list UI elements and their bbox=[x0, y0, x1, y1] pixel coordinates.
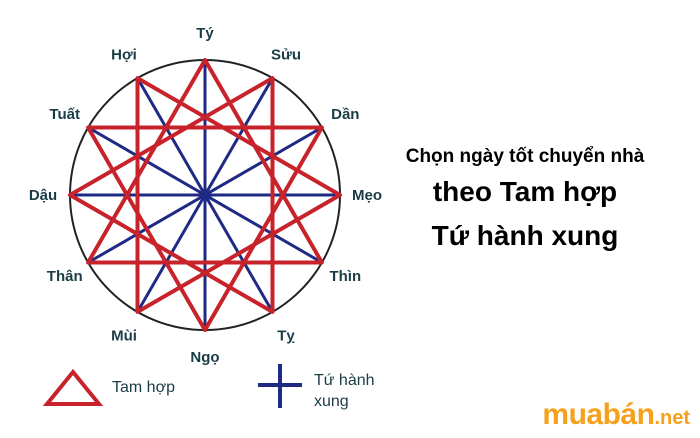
tam-hop-triangle-suu-ty-dau bbox=[68, 76, 275, 314]
title-line-1: Chọn ngày tốt chuyển nhà bbox=[405, 146, 645, 167]
logo-tld: .net bbox=[654, 407, 690, 429]
branch-label-tuat: Tuất bbox=[49, 106, 80, 123]
branch-label-hoi: Hợi bbox=[111, 47, 137, 64]
tam-hop-legend-label: Tam hợp bbox=[112, 379, 175, 396]
branch-label-ty: Tý bbox=[196, 25, 214, 42]
legend: Tam hợp Tứ hành xung bbox=[42, 364, 375, 410]
branch-label-ty: Tỵ bbox=[277, 327, 295, 344]
tam-hop-triangle-meo-mui-hoi bbox=[135, 76, 342, 314]
tu-hanh-xung-legend-icon bbox=[258, 364, 302, 408]
tam-hop-triangle-ty-thin-than bbox=[86, 58, 324, 265]
logo-brand: muabán bbox=[542, 398, 655, 431]
branch-label-mui: Mùi bbox=[111, 327, 137, 344]
branch-label-than: Thân bbox=[47, 268, 83, 285]
center-hub bbox=[202, 192, 208, 198]
tu-hanh-xung-legend-label-line2: xung bbox=[314, 393, 349, 410]
title-line-2: theo Tam hợp bbox=[432, 176, 618, 207]
branch-label-suu: Sửu bbox=[271, 47, 301, 64]
tam-hop-legend-icon bbox=[42, 368, 104, 406]
branch-label-thin: Thìn bbox=[329, 268, 361, 285]
tam-hop-triangles bbox=[68, 58, 342, 332]
branch-label-dan: Dần bbox=[331, 106, 359, 123]
branch-label-meo: Mẹo bbox=[352, 187, 382, 204]
tam-hop-triangle-dan-ngo-tuat bbox=[86, 125, 324, 332]
branch-label-ngo: Ngọ bbox=[190, 349, 219, 366]
tu-hanh-xung-lines bbox=[70, 60, 340, 330]
muaban-logo[interactable]: muabán.net bbox=[542, 398, 690, 432]
title-line-3: Tứ hành xung bbox=[431, 220, 619, 251]
tu-hanh-xung-legend-label-line1: Tứ hành bbox=[314, 372, 375, 389]
branch-label-dau: Dậu bbox=[29, 187, 57, 204]
